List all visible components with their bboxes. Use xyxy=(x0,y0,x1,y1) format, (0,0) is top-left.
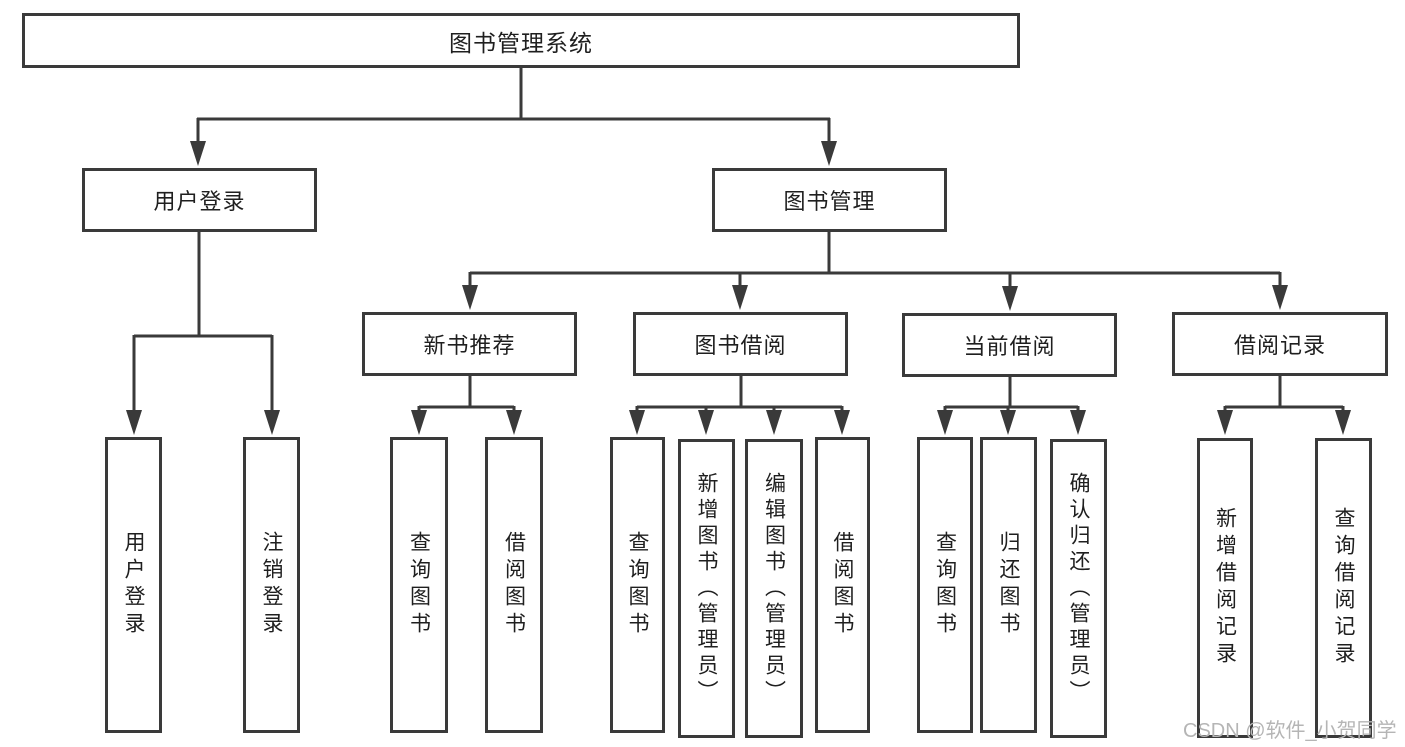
leaf-nbr-query-books: 查询图书 xyxy=(390,437,448,733)
connector-nbr-to-leaves xyxy=(411,376,522,435)
node-book-management: 图书管理 xyxy=(712,168,947,232)
arrow-down-icon xyxy=(462,285,1288,311)
leaf-nbr-borrow-books: 借阅图书 xyxy=(485,437,543,733)
leaf-bb-query-books-label: 查询图书 xyxy=(626,531,649,639)
connector-bookmgmt-to-level3 xyxy=(462,232,1288,311)
leaf-bb-borrow-books-label: 借阅图书 xyxy=(831,531,854,639)
node-new-book-recommend-label: 新书推荐 xyxy=(423,333,516,358)
leaf-cb-confirm-return-admin-label: 确认归还（管理员） xyxy=(1067,471,1090,706)
arrow-down-icon xyxy=(190,141,837,166)
leaf-user-login-label: 用户登录 xyxy=(122,531,145,639)
leaf-cb-return-books: 归还图书 xyxy=(980,437,1037,733)
leaf-cb-confirm-return-admin: 确认归还（管理员） xyxy=(1050,439,1107,738)
node-book-borrow: 图书借阅 xyxy=(633,312,848,376)
watermark: CSDN @软件_小贺同学 xyxy=(1183,720,1397,742)
leaf-br-add-record: 新增借阅记录 xyxy=(1197,438,1253,738)
node-borrow-records-label: 借阅记录 xyxy=(1233,333,1326,358)
leaf-bb-query-books: 查询图书 xyxy=(610,437,665,733)
arrow-down-icon xyxy=(937,410,1086,435)
connector-br-to-leaves xyxy=(1217,376,1351,435)
node-current-borrow: 当前借阅 xyxy=(902,313,1117,377)
node-new-book-recommend: 新书推荐 xyxy=(362,312,577,376)
leaf-bb-borrow-books: 借阅图书 xyxy=(815,437,870,733)
node-root-label: 图书管理系统 xyxy=(449,29,593,56)
arrow-down-icon xyxy=(126,410,280,435)
leaf-bb-add-books-admin: 新增图书（管理员） xyxy=(678,439,735,738)
leaf-logout-login: 注销登录 xyxy=(243,437,300,733)
node-book-management-label: 图书管理 xyxy=(783,189,876,214)
leaf-br-add-record-label: 新增借阅记录 xyxy=(1213,507,1237,669)
leaf-cb-return-books-label: 归还图书 xyxy=(997,531,1020,639)
leaf-user-login: 用户登录 xyxy=(105,437,162,733)
node-root: 图书管理系统 xyxy=(22,13,1020,68)
node-user-login-label: 用户登录 xyxy=(153,189,246,214)
leaf-cb-query-books: 查询图书 xyxy=(917,437,973,733)
connector-cb-to-leaves xyxy=(937,377,1086,435)
connector-root-to-level2 xyxy=(190,68,837,166)
node-book-borrow-label: 图书借阅 xyxy=(694,333,787,358)
node-borrow-records: 借阅记录 xyxy=(1172,312,1388,376)
leaf-cb-query-books-label: 查询图书 xyxy=(933,531,957,639)
leaf-bb-add-books-admin-label: 新增图书（管理员） xyxy=(695,471,718,706)
leaf-bb-edit-books-admin-label: 编辑图书（管理员） xyxy=(762,471,786,706)
connector-userlogin-to-leaves xyxy=(126,232,280,435)
arrow-down-icon xyxy=(411,410,522,435)
arrow-down-icon xyxy=(1217,410,1351,435)
leaf-logout-login-label: 注销登录 xyxy=(260,531,283,639)
leaf-br-query-record-label: 查询借阅记录 xyxy=(1332,507,1355,669)
node-current-borrow-label: 当前借阅 xyxy=(963,334,1056,359)
leaf-nbr-query-books-label: 查询图书 xyxy=(407,531,431,639)
leaf-br-query-record: 查询借阅记录 xyxy=(1315,438,1372,738)
arrow-down-icon xyxy=(629,410,850,435)
connector-bb-to-leaves xyxy=(629,376,850,435)
node-user-login: 用户登录 xyxy=(82,168,317,232)
leaf-nbr-borrow-books-label: 借阅图书 xyxy=(502,531,526,639)
leaf-bb-edit-books-admin: 编辑图书（管理员） xyxy=(745,439,803,738)
